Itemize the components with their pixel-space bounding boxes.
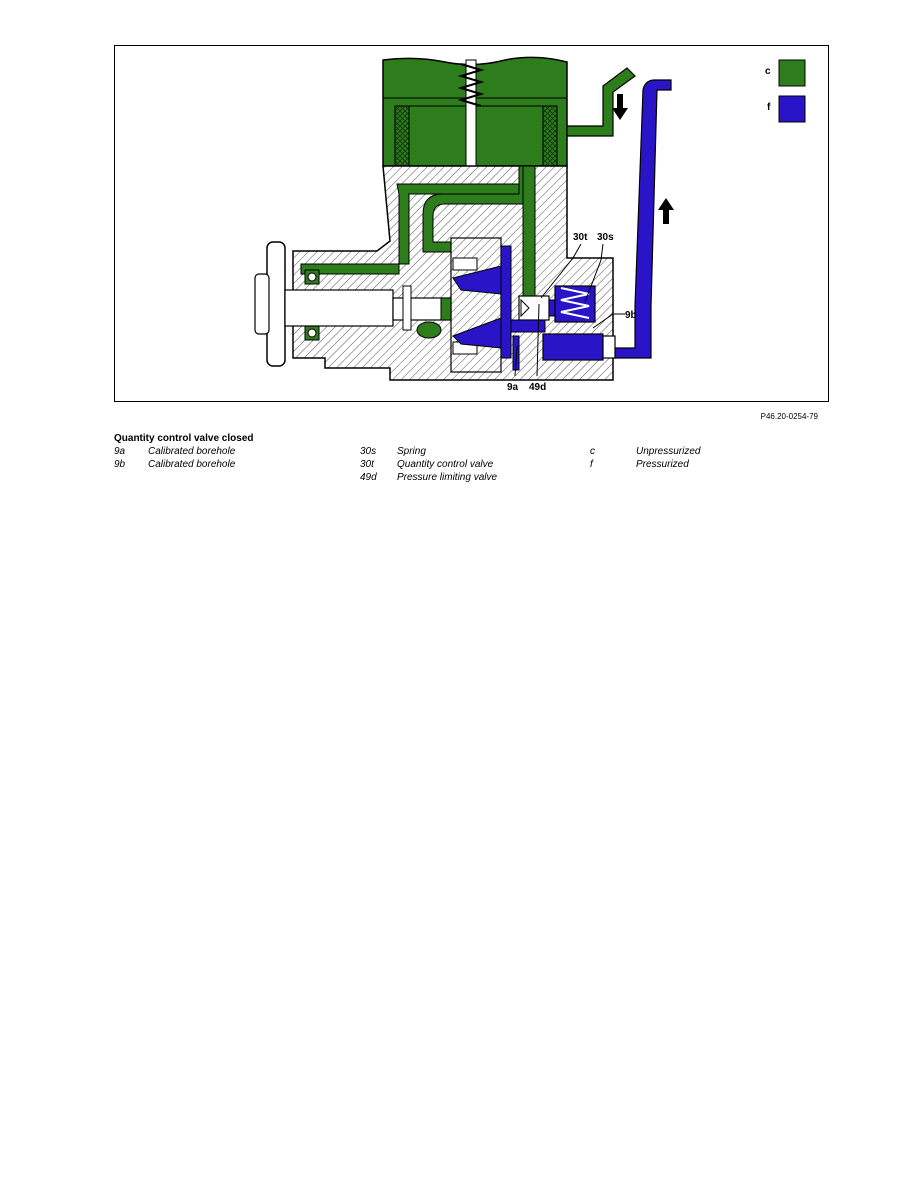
pump-cross-section-svg: 30t 30s 9b 9a 49d c f (254, 56, 806, 393)
reservoir-seal-left (394, 105, 410, 167)
swatch-f-label: f (767, 102, 771, 113)
reservoir-seal-right (542, 105, 558, 167)
legend-key: 30s (360, 446, 377, 457)
pressure-outlet-chamber (542, 333, 604, 361)
quantity-control-valve (512, 285, 616, 371)
legend-key: c (590, 446, 595, 457)
drive-shaft (254, 241, 452, 367)
caption-title: Quantity control valve closed (114, 433, 254, 444)
legend-key: 9a (114, 446, 126, 457)
legend-label: Pressurized (636, 459, 689, 470)
shaft (284, 289, 394, 327)
legend-key: 9b (114, 459, 126, 470)
callout-9b: 9b (625, 310, 637, 321)
legend-label: Calibrated borehole (148, 459, 236, 470)
callout-30t: 30t (573, 232, 588, 243)
flow-arrow-up-icon (658, 198, 674, 224)
pump-diagram: 30t 30s 9b 9a 49d c f (114, 45, 829, 402)
callout-leaders (514, 243, 625, 377)
color-key: c f (765, 59, 806, 123)
reservoir (382, 56, 568, 167)
legend-label: Calibrated borehole (148, 446, 236, 457)
legend-label: Quantity control valve (397, 459, 494, 470)
legend-key: f (590, 459, 593, 470)
filter-spring (457, 63, 485, 107)
callout-9a: 9a (507, 382, 519, 393)
swatch-f (778, 95, 806, 123)
callout-30s: 30s (597, 232, 614, 243)
flow-arrow-down-icon (612, 94, 628, 120)
legend-label: Spring (397, 446, 426, 457)
figure-code: P46.20-0254-79 (760, 412, 818, 421)
swatch-c (778, 59, 806, 87)
filter-spring-rod (465, 59, 477, 167)
legend-key: 49d (360, 472, 377, 483)
legend-label: Unpressurized (636, 446, 701, 457)
pulley-flange (266, 241, 286, 367)
oil-pocket (416, 321, 442, 339)
legend-key: 30t (360, 459, 374, 470)
callout-49d: 49d (529, 382, 546, 393)
legend-label: Pressure limiting valve (397, 472, 498, 483)
valve-spring (560, 287, 590, 319)
return-line (566, 67, 636, 137)
suction-channel (522, 165, 536, 299)
pressure-line (612, 79, 672, 359)
swatch-c-label: c (765, 66, 771, 77)
pulley-hub (254, 273, 270, 335)
